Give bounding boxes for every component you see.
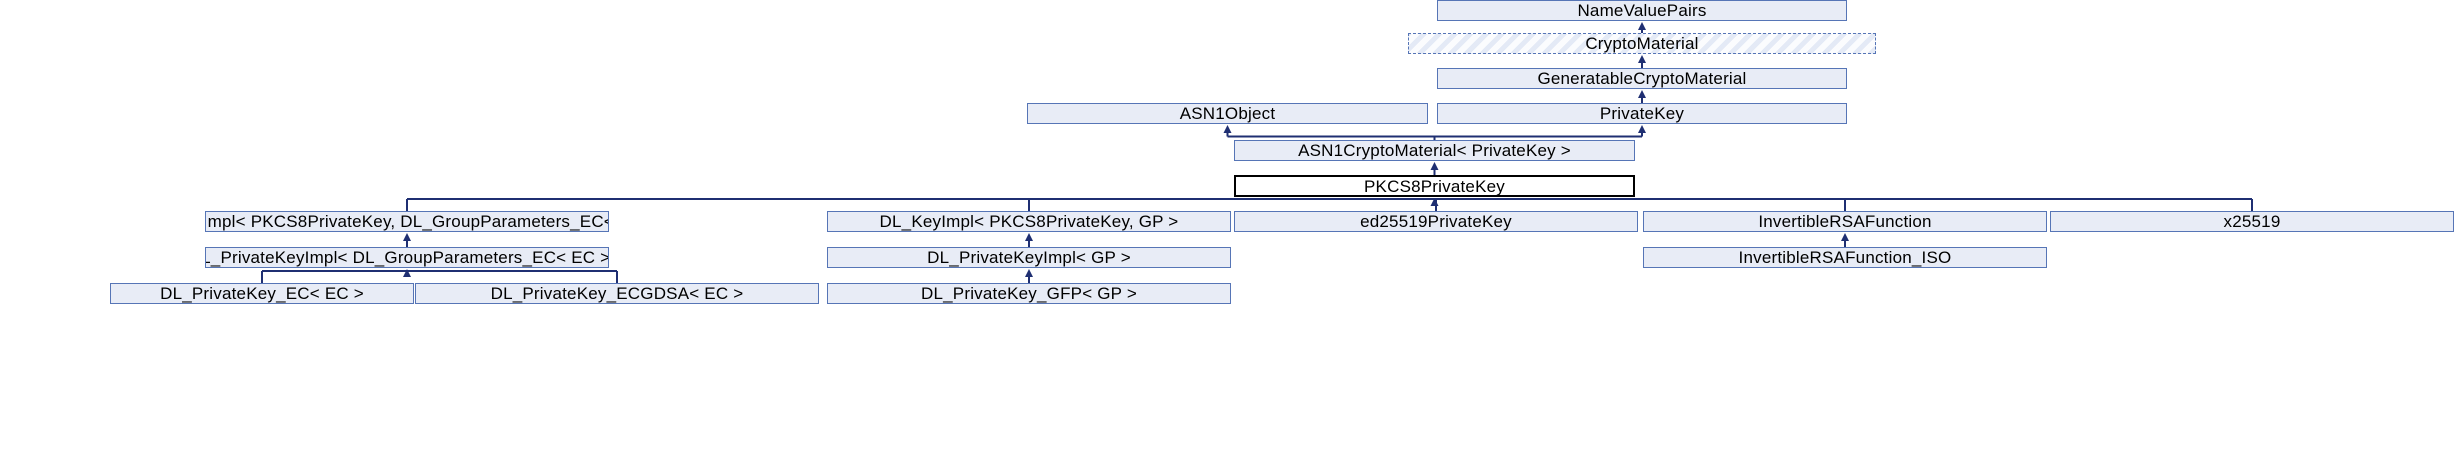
class-node-label: ed25519PrivateKey xyxy=(1360,212,1512,231)
class-node-cryptomaterial[interactable]: CryptoMaterial xyxy=(1408,33,1876,54)
class-node-privatekey[interactable]: PrivateKey xyxy=(1437,103,1847,124)
class-node-ed25519privatekey[interactable]: ed25519PrivateKey xyxy=(1234,211,1638,232)
class-node-label: NameValuePairs xyxy=(1577,1,1707,20)
class-node-x25519[interactable]: x25519 xyxy=(2050,211,2454,232)
class-node-label: PrivateKey xyxy=(1599,104,1685,123)
class-node-dl-privatekey-ec-ec[interactable]: DL_PrivateKey_EC< EC > xyxy=(110,283,414,304)
class-node-label: ASN1CryptoMaterial< PrivateKey > xyxy=(1298,141,1571,160)
class-node-dl-privatekey-gfp-gp[interactable]: DL_PrivateKey_GFP< GP > xyxy=(827,283,1231,304)
class-node-dl-keyimpl-pkcs8privatekey-dl-groupparameters-ec-ec[interactable]: DL_KeyImpl< PKCS8PrivateKey, DL_GroupPar… xyxy=(205,211,609,232)
class-node-asn1cryptomaterial-privatekey[interactable]: ASN1CryptoMaterial< PrivateKey > xyxy=(1234,140,1635,161)
class-node-namevaluepairs[interactable]: NameValuePairs xyxy=(1437,0,1847,21)
class-node-pkcs8privatekey[interactable]: PKCS8PrivateKey xyxy=(1234,175,1635,197)
class-node-label: DL_KeyImpl< PKCS8PrivateKey, DL_GroupPar… xyxy=(206,212,609,231)
class-node-dl-privatekey-ecgdsa-ec[interactable]: DL_PrivateKey_ECGDSA< EC > xyxy=(415,283,819,304)
class-node-label: DL_PrivateKey_EC< EC > xyxy=(160,284,364,303)
class-node-label: PKCS8PrivateKey xyxy=(1364,176,1505,196)
class-node-label: InvertibleRSAFunction_ISO xyxy=(1738,248,1952,267)
class-node-label: DL_PrivateKey_GFP< GP > xyxy=(921,284,1137,303)
class-node-label: ASN1Object xyxy=(1179,104,1276,123)
class-node-generatablecryptomaterial[interactable]: GeneratableCryptoMaterial xyxy=(1437,68,1847,89)
class-node-dl-privatekeyimpl-dl-groupparameters-ec-ec[interactable]: DL_PrivateKeyImpl< DL_GroupParameters_EC… xyxy=(205,247,609,268)
class-node-invertiblersafunction-iso[interactable]: InvertibleRSAFunction_ISO xyxy=(1643,247,2047,268)
class-node-label: DL_PrivateKeyImpl< GP > xyxy=(927,248,1131,267)
class-node-label: CryptoMaterial xyxy=(1585,34,1699,53)
class-node-dl-privatekeyimpl-gp[interactable]: DL_PrivateKeyImpl< GP > xyxy=(827,247,1231,268)
class-node-label: DL_PrivateKey_ECGDSA< EC > xyxy=(490,284,744,303)
class-node-asn1object[interactable]: ASN1Object xyxy=(1027,103,1428,124)
class-node-label: InvertibleRSAFunction xyxy=(1758,212,1932,231)
class-node-label: DL_KeyImpl< PKCS8PrivateKey, GP > xyxy=(879,212,1179,231)
class-node-label: GeneratableCryptoMaterial xyxy=(1537,69,1747,88)
class-node-invertiblersafunction[interactable]: InvertibleRSAFunction xyxy=(1643,211,2047,232)
class-node-label: DL_PrivateKeyImpl< DL_GroupParameters_EC… xyxy=(205,248,609,267)
class-node-dl-keyimpl-pkcs8privatekey-gp[interactable]: DL_KeyImpl< PKCS8PrivateKey, GP > xyxy=(827,211,1231,232)
class-node-label: x25519 xyxy=(2223,212,2281,231)
